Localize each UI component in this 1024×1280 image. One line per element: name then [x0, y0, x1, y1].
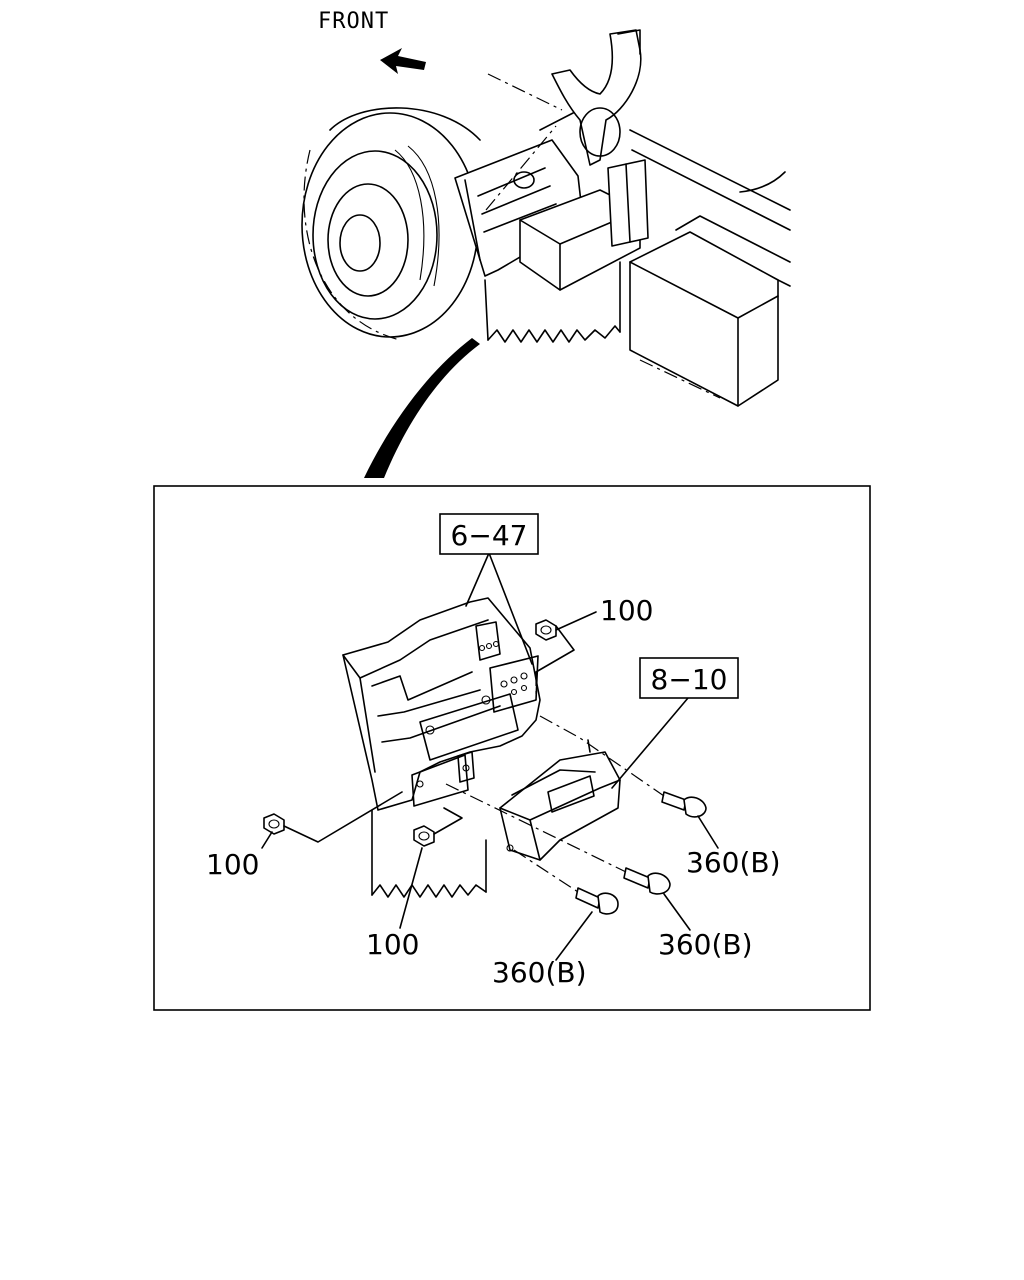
detail-pointer [364, 338, 480, 478]
label-nut-left: 100 [206, 848, 259, 881]
nut-bottom [413, 807, 463, 847]
label-bolt-mid: 360(B) [658, 928, 753, 961]
bolt-mid [445, 783, 671, 895]
bracket-6-47 [342, 597, 541, 898]
module-8-10 [499, 739, 621, 861]
vehicle-overview: FRONT [301, 9, 791, 478]
leader-lines [261, 552, 719, 961]
label-bolt-right: 360(B) [686, 846, 781, 879]
ref-6-47: 6−47 [451, 519, 528, 552]
module-assembly-overview [454, 125, 649, 343]
bolt-bottom [513, 849, 619, 915]
ref-box-6-47 [439, 513, 539, 555]
tire [301, 107, 481, 341]
detail-frame [153, 485, 871, 1011]
label-bolt-bottom: 360(B) [492, 956, 587, 989]
upper-mount [551, 29, 642, 166]
label-nut-bottom: 100 [366, 928, 419, 961]
ref-box-8-10 [639, 657, 739, 699]
ref-8-10: 8−10 [651, 663, 728, 696]
battery [629, 231, 779, 407]
front-arrow-icon [380, 48, 426, 74]
nut-left [263, 791, 403, 843]
label-nut-top: 100 [600, 594, 653, 627]
nut-top [535, 619, 575, 700]
bolt-right [539, 715, 707, 818]
front-label: FRONT [318, 9, 389, 34]
